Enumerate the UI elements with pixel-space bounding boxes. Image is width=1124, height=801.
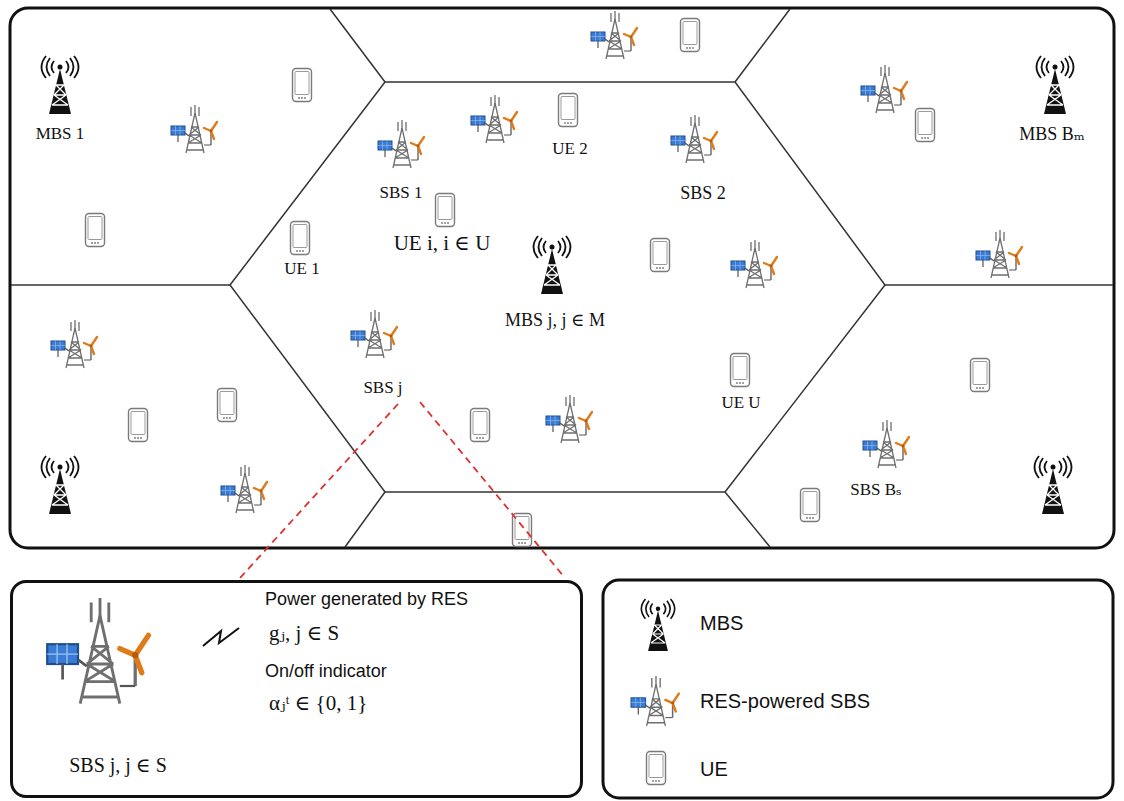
network-label: SBS Bₛ xyxy=(850,480,902,500)
network-label: SBS 2 xyxy=(680,183,726,205)
cell-boundaries xyxy=(11,9,1113,547)
node-text: Power generated by RES xyxy=(265,589,468,611)
ue-icons xyxy=(86,19,990,547)
inset-box: SBS j, j ∈ S Power generated by RES gⱼ, j … xyxy=(10,580,583,798)
legend-mbs-icon xyxy=(641,599,674,651)
network-label: UE U xyxy=(721,393,760,413)
node-title: SBS j, j ∈ S xyxy=(69,753,167,777)
legend-text: RES-powered SBS xyxy=(700,689,870,713)
network-label: UE 1 xyxy=(284,259,319,279)
legend-sbs-icon xyxy=(631,676,679,726)
network-label: UE 2 xyxy=(552,139,587,159)
network-frame xyxy=(10,8,1114,548)
legend-box xyxy=(603,580,1113,798)
legend-ue-icon xyxy=(647,752,666,785)
network-label: UE i, i ∈ U xyxy=(394,231,491,256)
network-label: SBS j xyxy=(363,378,402,398)
network-label: SBS 1 xyxy=(380,183,423,203)
network-label: MBS 1 xyxy=(36,124,85,144)
sbs-large-icon xyxy=(47,598,148,704)
legend-text: MBS xyxy=(700,611,743,635)
node-text: gⱼ, j ∈ S xyxy=(269,621,339,646)
zoom-leader-lines xyxy=(240,402,565,578)
node-text: αⱼᵗ ∈ {0, 1} xyxy=(269,691,367,716)
node-text: On/off indicator xyxy=(265,661,387,683)
wireless-bolt xyxy=(203,628,239,646)
legend-text: UE xyxy=(700,757,728,781)
network-label: MBS j, j ∈ M xyxy=(505,310,605,332)
network-label: MBS Bₘ xyxy=(1019,124,1085,146)
mbs-icons xyxy=(42,56,1074,514)
sbs-icons xyxy=(51,11,1022,513)
